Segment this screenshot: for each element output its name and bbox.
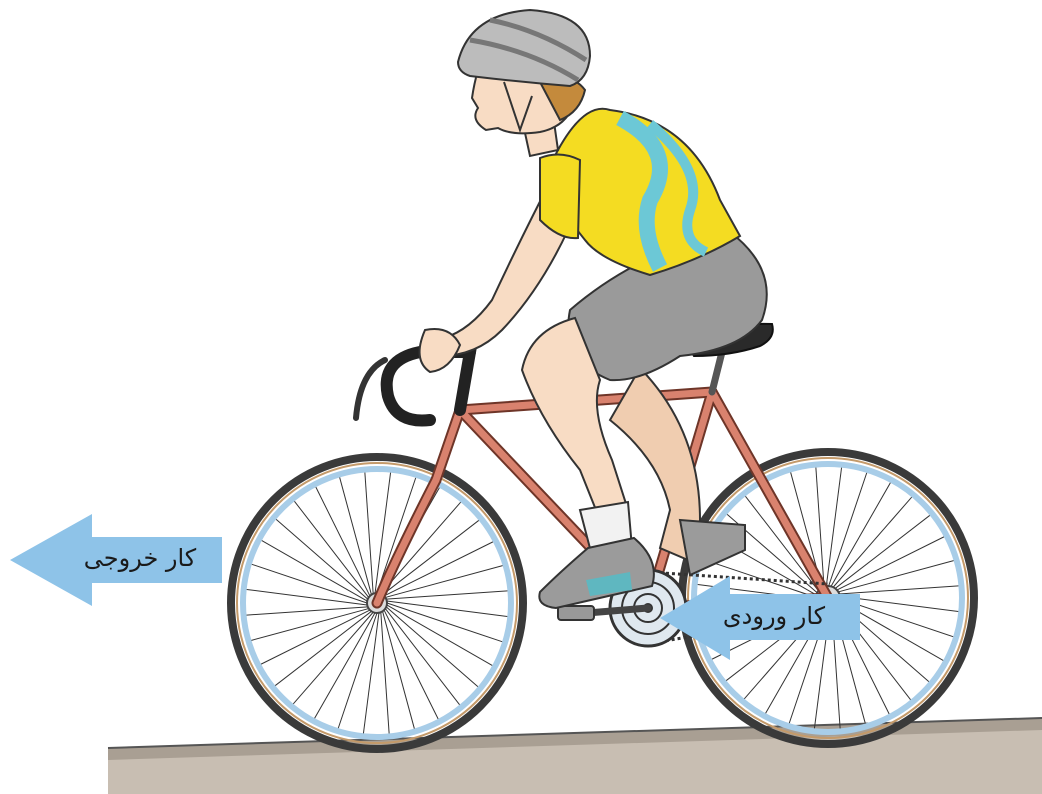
ground bbox=[108, 718, 1042, 794]
handlebar bbox=[356, 352, 470, 421]
spoke bbox=[385, 609, 459, 705]
spoke bbox=[275, 611, 371, 685]
spoke bbox=[262, 541, 367, 601]
spoke bbox=[830, 483, 890, 588]
spoke bbox=[261, 610, 370, 664]
spoke bbox=[384, 610, 438, 719]
spoke bbox=[834, 515, 930, 589]
output-work-label: کار خروجی bbox=[60, 546, 220, 570]
spoke bbox=[387, 605, 492, 665]
cyclist bbox=[420, 10, 767, 608]
spoke bbox=[294, 501, 368, 597]
spoke bbox=[316, 487, 370, 596]
spoke bbox=[315, 613, 375, 718]
input-work-label: کار ورودی bbox=[694, 604, 854, 628]
spoke bbox=[835, 537, 944, 591]
